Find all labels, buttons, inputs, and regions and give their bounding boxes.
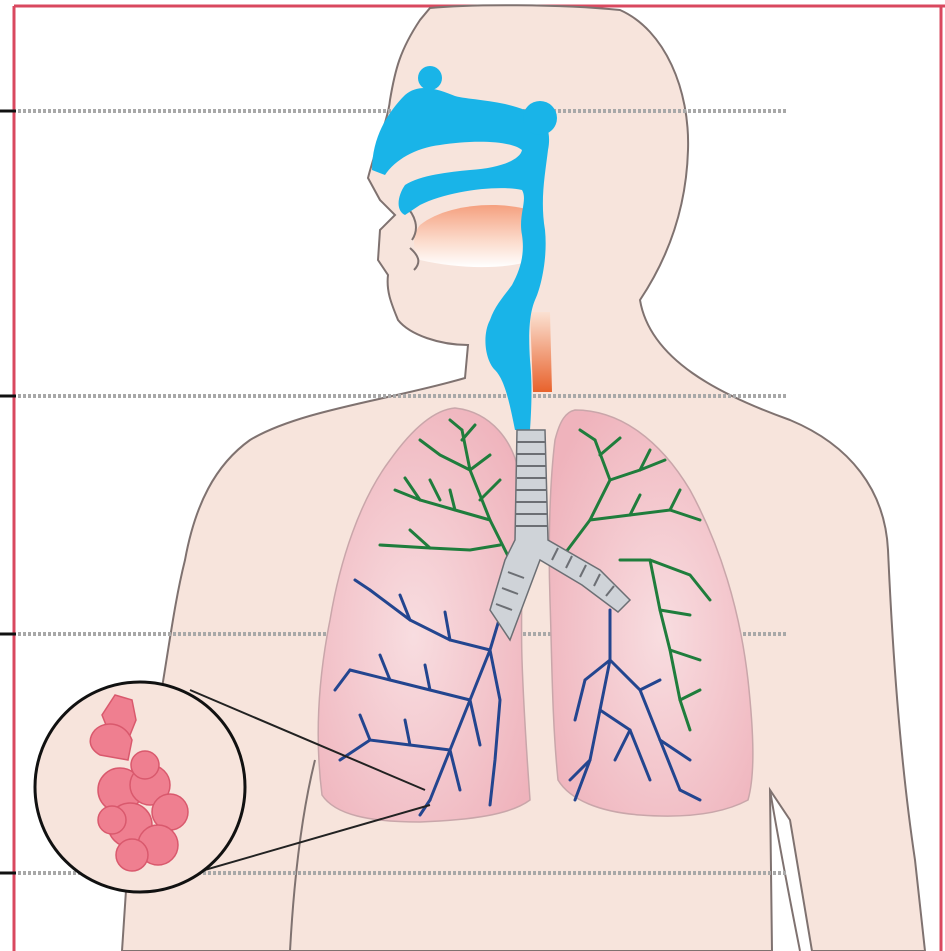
nasal-sinus-rear bbox=[523, 101, 557, 135]
esophagus bbox=[530, 312, 552, 392]
nasal-sinus-front bbox=[418, 66, 442, 90]
